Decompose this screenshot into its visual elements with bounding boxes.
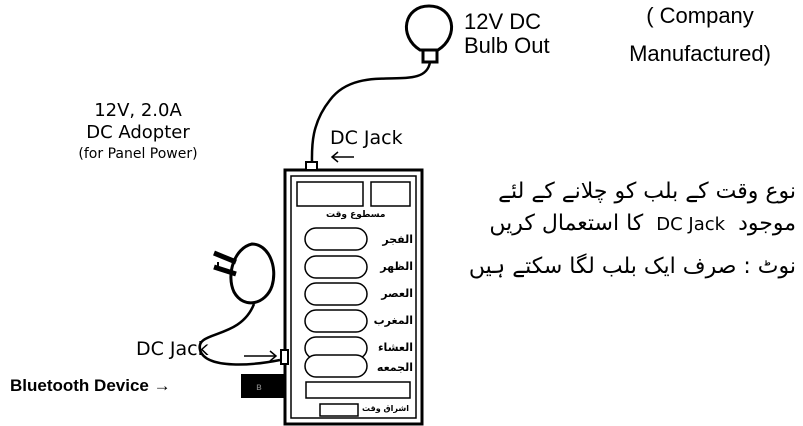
panel-inner xyxy=(290,175,417,419)
main-display-box xyxy=(296,181,364,207)
dc-jack-left-label: DC Jack xyxy=(136,338,209,360)
bluetooth-label-text: Bluetooth Device xyxy=(10,376,149,395)
urdu-note-line2-rest: کا استعمال کریں xyxy=(489,211,644,236)
dc-jack-top-label: DC Jack xyxy=(330,127,403,149)
panel-row-label: العشاء xyxy=(377,341,413,354)
top-jack-icon xyxy=(305,161,318,171)
ticker-box xyxy=(305,381,411,399)
urdu-note-line3: نوٹ : صرف ایک بلب لگا سکتے ہیں xyxy=(468,254,796,279)
footer-box xyxy=(319,403,359,417)
bluetooth-label: Bluetooth Device → xyxy=(10,376,171,396)
bluetooth-device-icon xyxy=(241,374,285,398)
urdu-note-line1: نوع وقت کے بلب کو چلانے کے لئے xyxy=(498,179,796,204)
panel-row-label: الظهر xyxy=(380,260,413,273)
prayer-box-3 xyxy=(304,282,368,306)
company-label: ( Company Manufactured) xyxy=(629,3,771,66)
prayer-box-6 xyxy=(304,354,368,378)
urdu-note-line2-word: موجود xyxy=(738,211,796,236)
bluetooth-symbol-icon: ʙ xyxy=(256,382,262,393)
prayer-box-1 xyxy=(304,227,368,251)
bulb-label: 12V DC Bulb Out xyxy=(464,9,550,58)
panel-row-label: المغرب xyxy=(373,314,413,327)
bulb-icon xyxy=(404,4,454,64)
left-jack-icon xyxy=(280,349,289,365)
adapter-cable xyxy=(198,303,281,366)
prayer-box-4 xyxy=(304,309,368,333)
panel-footer: اشراق وقت xyxy=(362,404,409,413)
arrow-top-jack xyxy=(330,151,354,163)
adapter-icon xyxy=(213,242,276,305)
panel-header: مسطوع وقت xyxy=(326,210,386,220)
bluetooth-arrow-icon: → xyxy=(153,376,171,395)
panel-row-label: الفجر xyxy=(382,233,413,246)
bulb-cable xyxy=(310,61,432,165)
side-display-box xyxy=(370,181,411,207)
panel-row-label: العصر xyxy=(381,287,413,300)
panel-row-label: الجمعه xyxy=(376,361,413,374)
urdu-note: نوع وقت کے بلب کو چلانے کے لئے موجود DC … xyxy=(456,176,796,287)
adapter-label: 12V, 2.0A DC Adopter (for Panel Power) xyxy=(78,100,198,162)
urdu-note-line2-latin: DC Jack xyxy=(656,214,726,235)
urdu-note-line2: موجود DC Jack کا استعمال کریں xyxy=(456,208,796,241)
prayer-box-2 xyxy=(304,255,368,279)
prayer-time-boxes xyxy=(304,227,368,378)
panel-row-labels: الفجر الظهر العصر المغرب العشاء الجمعه xyxy=(369,231,413,379)
arrow-left-jack xyxy=(244,350,278,362)
